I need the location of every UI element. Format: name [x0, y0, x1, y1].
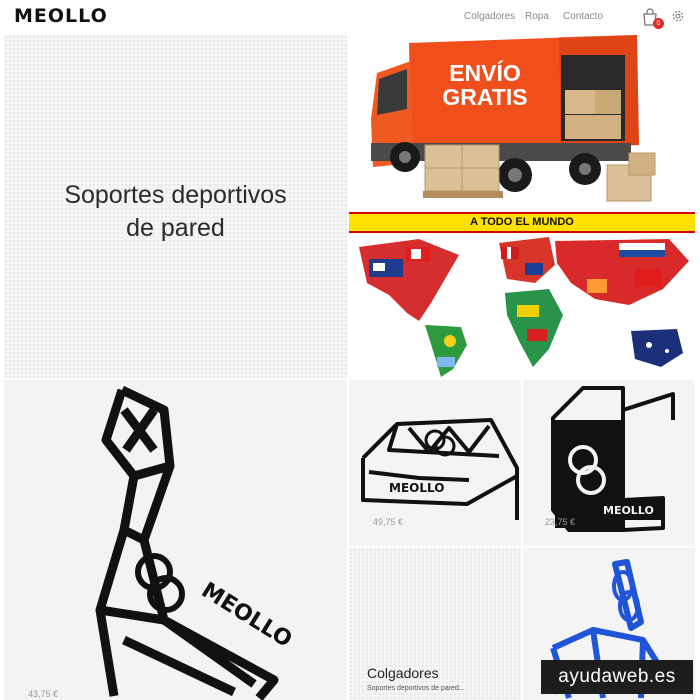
site-logo[interactable]: MEOLLO: [14, 5, 108, 27]
hero-tile[interactable]: Soportes deportivos de pared: [4, 35, 347, 378]
promo-band: A TODO EL MUNDO: [349, 212, 695, 233]
category-title: Colgadores: [367, 665, 439, 681]
site-header: MEOLLO Colgadores Ropa Contacto 0: [0, 0, 700, 34]
product-image-bike-wall-stand: MEOLLO: [95, 385, 296, 700]
promo-headline-line-2: GRATIS: [442, 84, 527, 110]
product-price: 49,75 €: [373, 517, 404, 527]
product-engraved-logo: MEOLLO: [389, 481, 444, 495]
nav-link-ropa[interactable]: Ropa: [525, 11, 549, 22]
product-card-large[interactable]: MEOLLO 43,75 €: [4, 380, 347, 700]
promo-headline-line-1: ENVÍO: [449, 59, 521, 86]
hero-title-line-2: de pared: [126, 214, 225, 242]
product-price: 23,75 €: [545, 517, 576, 527]
product-image-wall-hook-stand: MEOLLO: [551, 386, 675, 532]
category-description: Soportes deportivos de pared...: [367, 685, 465, 692]
world-flags-map-image: [349, 233, 695, 378]
free-shipping-banner[interactable]: ENVÍO GRATIS A TODO EL MUNDO: [349, 35, 695, 378]
watermark: ayudaweb.es: [541, 660, 693, 694]
product-card[interactable]: MEOLLO 23,75 €: [523, 380, 695, 546]
nav-link-colgadores[interactable]: Colgadores: [464, 11, 516, 22]
nav-link-contacto[interactable]: Contacto: [563, 11, 604, 22]
hero-title-line-1: Soportes deportivos: [64, 181, 287, 209]
promo-band-text: A TODO EL MUNDO: [470, 216, 574, 228]
watermark-text: ayudaweb.es: [558, 666, 676, 687]
hero-title: Soportes deportivos de pared: [4, 179, 347, 245]
gear-icon[interactable]: [671, 9, 685, 23]
category-card-colgadores[interactable]: Colgadores Soportes deportivos de pared.…: [349, 548, 521, 700]
product-price: 43,75 €: [28, 689, 59, 699]
delivery-truck-image: ENVÍO GRATIS: [349, 35, 695, 212]
product-engraved-logo: MEOLLO: [603, 504, 654, 517]
product-card[interactable]: MEOLLO 49,75 €: [349, 380, 521, 546]
product-image-shelf-stand: MEOLLO: [361, 418, 519, 520]
cart-count-badge: 0: [653, 18, 664, 29]
